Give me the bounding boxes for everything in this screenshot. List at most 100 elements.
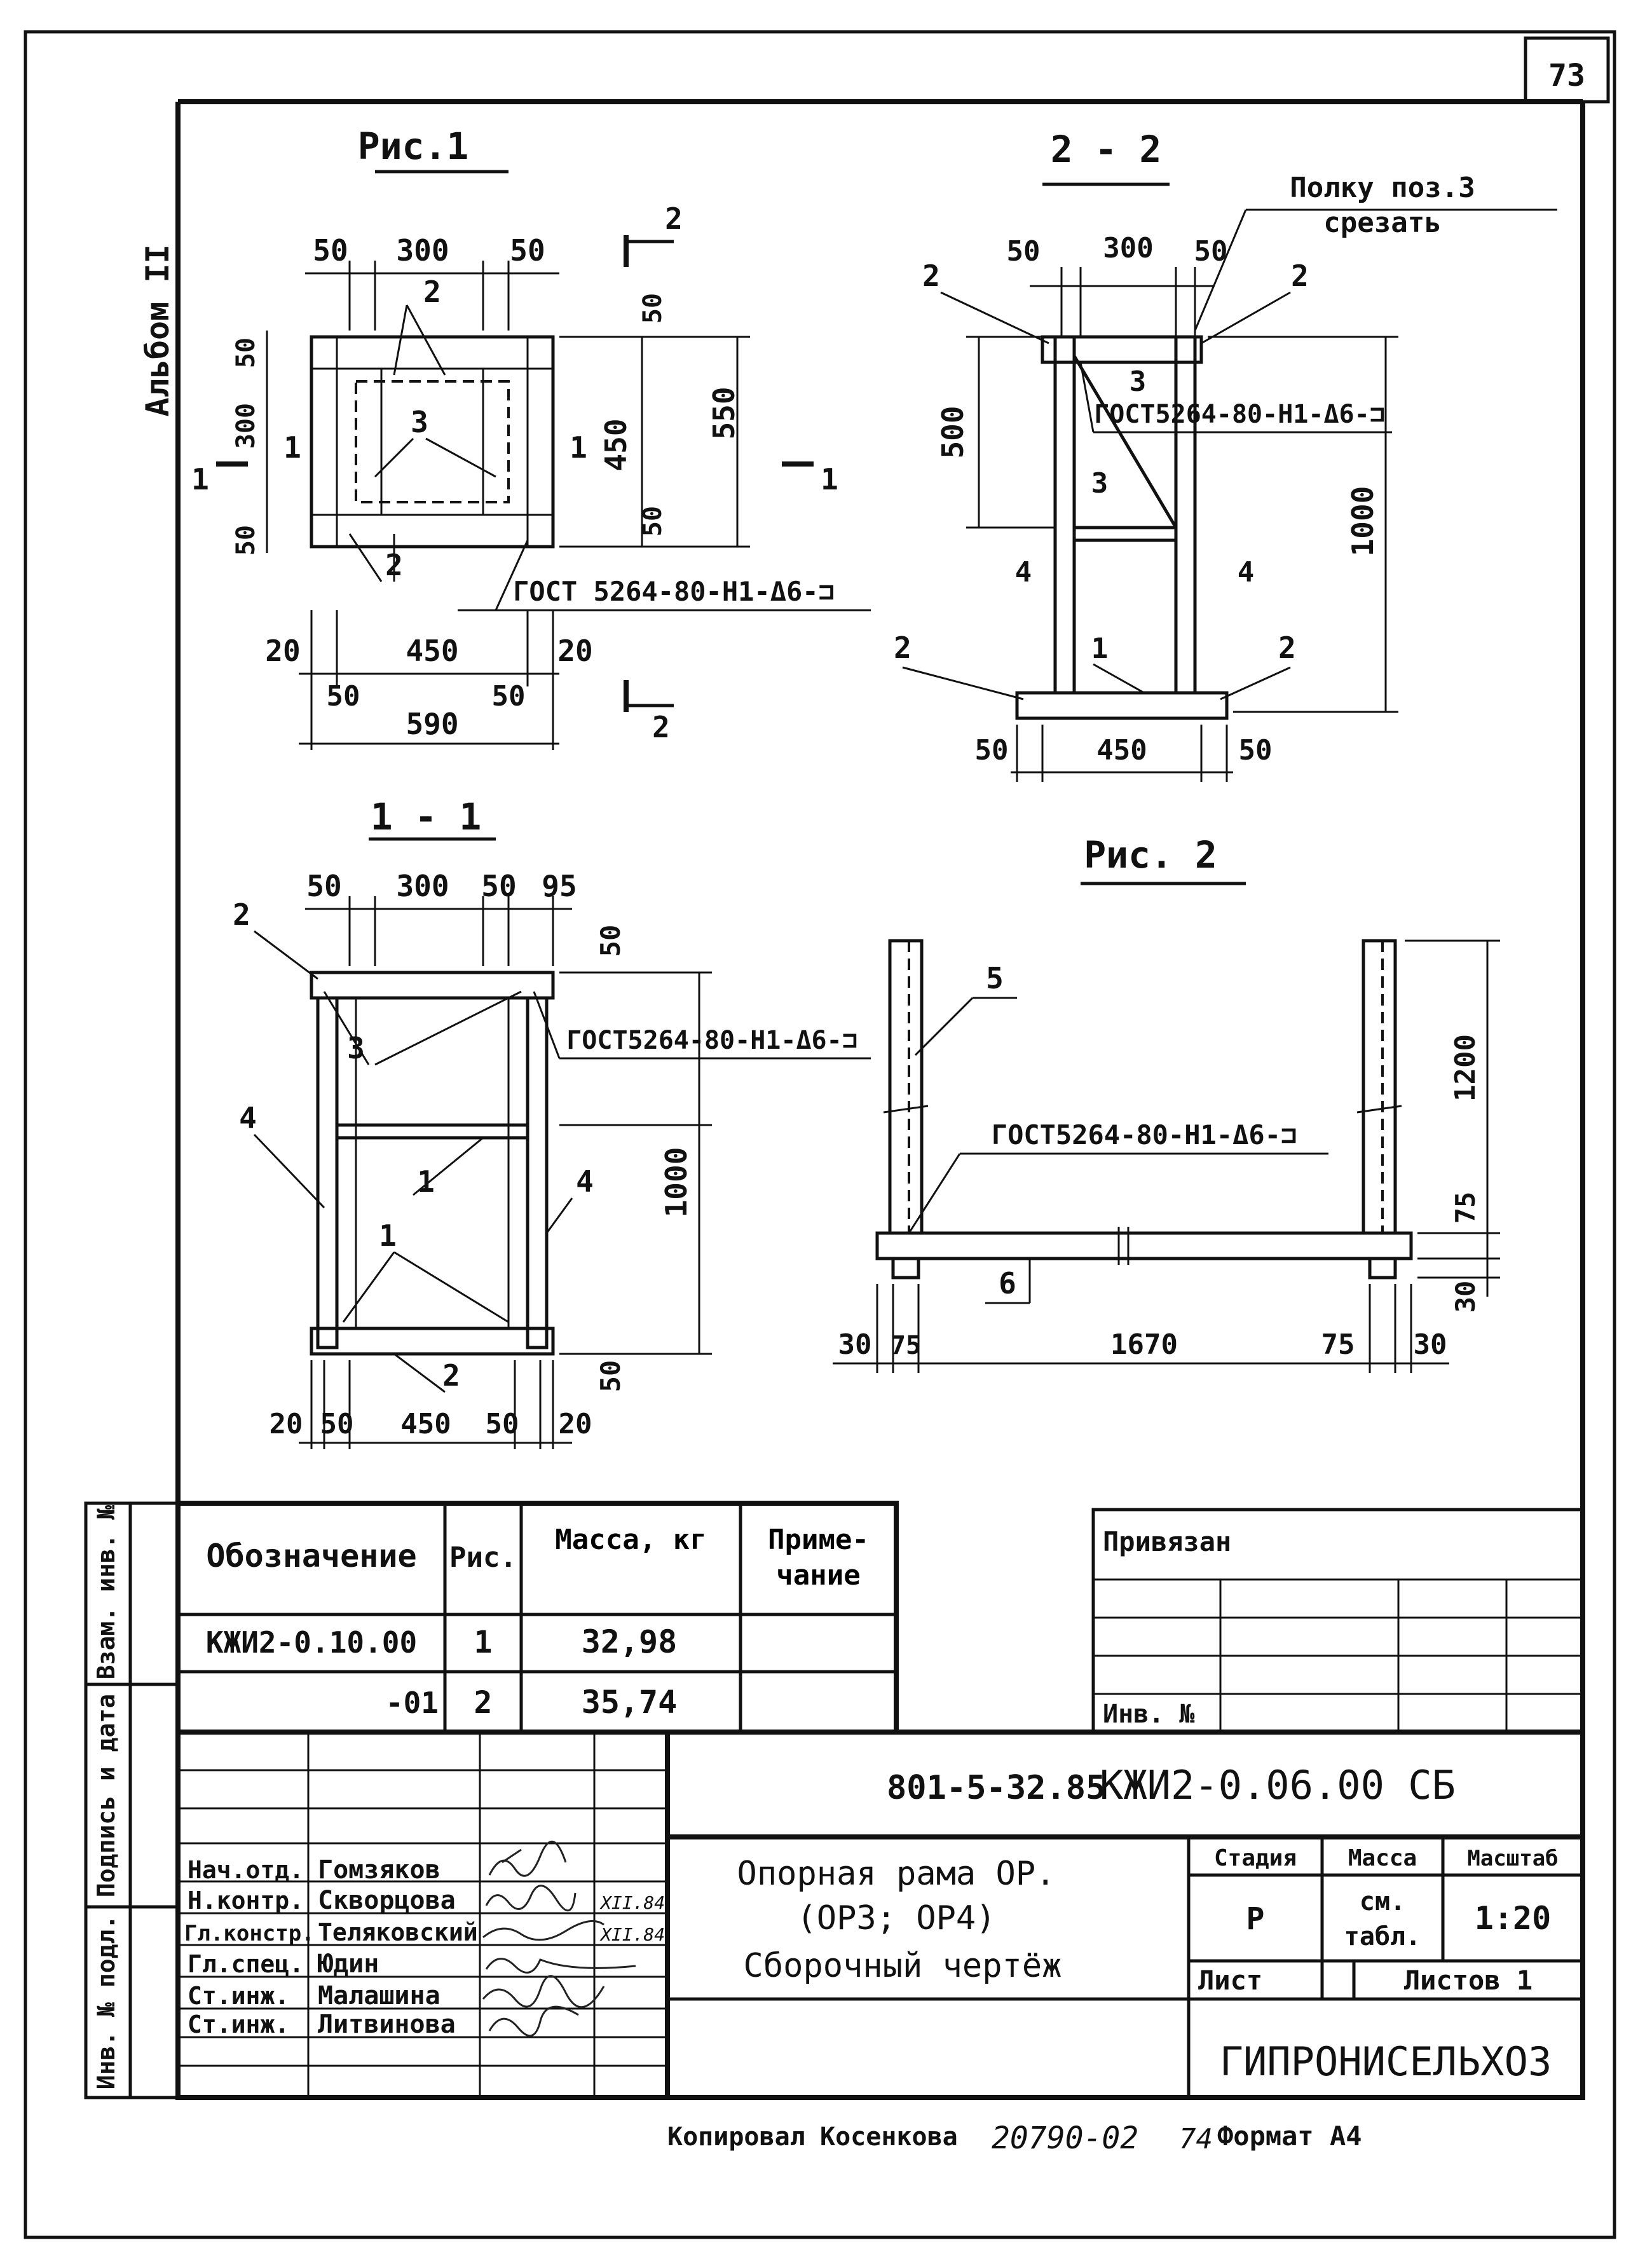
fig1-view: Рис.1 50 300 50 50 300 50 50 450 50 550	[191, 125, 871, 750]
staff-row5-role: Ст.инж.	[188, 1982, 289, 2010]
fig1-dim-left-2: 300	[231, 403, 261, 449]
sec22-dim-bottom-1: 50	[975, 734, 1009, 767]
fig2-pos-6: 6	[999, 1266, 1016, 1300]
fig1-dim-bottom-3: 20	[557, 634, 592, 668]
fig1-pos-2-top: 2	[423, 275, 441, 309]
fig2-dim-right-2: 75	[1450, 1192, 1481, 1224]
sec22-dim-top-3: 50	[1194, 235, 1228, 268]
sec11-pos-1-lower: 1	[379, 1218, 397, 1253]
staff-row1-role: Нач.отд.	[188, 1856, 304, 1884]
sec11-dim-top-4: 95	[542, 869, 577, 903]
scale-value: 1:20	[1475, 1900, 1551, 1937]
organization-name: ГИПРОНИСЕЛЬХОЗ	[1220, 2038, 1552, 2085]
staff-row2-role: Н.контр.	[188, 1887, 304, 1914]
mass-value-line1: см.	[1360, 1887, 1405, 1916]
sec22-pos-3-lower: 3	[1091, 467, 1109, 500]
fig2-dim-bottom-3: 1670	[1110, 1328, 1178, 1361]
sec22-dim-bottom-2: 450	[1096, 734, 1147, 767]
drawing-name-line3: Сборочный чертёж	[744, 1947, 1062, 1985]
staff-row3-date: XII.84	[599, 1924, 665, 1945]
fig1-dim-right-3: 50	[638, 506, 667, 536]
staff-row4-role: Гл.спец.	[188, 1950, 304, 1978]
sec22-pos-2-bl: 2	[894, 631, 911, 665]
sec11-pos-3: 3	[347, 1031, 365, 1065]
sec22-dim-left: 500	[936, 406, 970, 458]
footer-number-suffix: 74	[1179, 2123, 1213, 2155]
binding-inv-label: Инв. №	[1103, 1700, 1195, 1729]
fig1-section-mark-2-top: 2	[665, 201, 683, 236]
fig1-dim-right-1: 50	[638, 293, 667, 324]
binding-title: Привязан	[1103, 1526, 1231, 1557]
sec22-dim-right: 1000	[1346, 486, 1380, 557]
fig1-dim-right-4: 550	[707, 386, 741, 439]
fig1-pos-3: 3	[411, 405, 428, 439]
fig2-dim-bottom-2: 75	[891, 1331, 921, 1360]
staff-row2-date: XII.84	[599, 1892, 665, 1913]
sec22-dim-top-1: 50	[1007, 235, 1041, 268]
sec22-dim-top-2: 300	[1103, 232, 1153, 264]
sec22-pos-2-tl: 2	[922, 259, 940, 293]
sec11-pos-4-right: 4	[576, 1164, 594, 1199]
sec11-dim-right-1: 50	[595, 925, 626, 957]
drawing-code-suffix: КЖИ2-0.06.00 СБ	[1100, 1762, 1456, 1808]
footer-copied-name: Косенкова	[820, 2122, 958, 2152]
fig2-dim-bottom-4: 75	[1321, 1328, 1355, 1361]
sec11-pos-4-left: 4	[239, 1101, 257, 1135]
sec11-title: 1 - 1	[371, 795, 482, 838]
fig1-dim-bottom-5: 50	[492, 680, 526, 713]
fig1-dim-right-2: 450	[599, 418, 633, 471]
drawing-name-line2: (ОР3; ОР4)	[796, 1899, 995, 1937]
fig1-section-mark-1-right: 1	[821, 462, 838, 496]
sec11-dim-right-3: 50	[595, 1360, 626, 1393]
sec22-pos-2-br: 2	[1278, 631, 1296, 665]
fig1-dim-left-1: 50	[231, 338, 261, 368]
sec11-dim-bottom-5: 20	[559, 1408, 592, 1440]
staff-row6-role: Ст.инж.	[188, 2010, 289, 2038]
sec11-dim-top-2: 300	[396, 869, 449, 903]
sec22-pos-1: 1	[1091, 632, 1109, 665]
fig1-dim-bottom-2: 450	[406, 634, 458, 668]
fig1-dim-bottom-6: 590	[406, 707, 458, 741]
fig1-section-mark-1-left: 1	[191, 462, 209, 496]
sec22-pos-4-right: 4	[1238, 556, 1255, 589]
sec11-pos-2-top: 2	[233, 897, 250, 932]
sheets-count: Листов 1	[1404, 1965, 1533, 1996]
sec11-weld-note: ГОСТ5264-80-Н1-Δ6-⊐	[566, 1026, 857, 1055]
staff-row3-role: Гл.констр.	[184, 1921, 315, 1946]
fig1-dim-bottom-1: 20	[265, 634, 300, 668]
fig1-pos-1-right: 1	[570, 430, 587, 465]
album-label: Альбом II	[139, 245, 176, 417]
sec22-note-line1: Полку поз.3	[1290, 172, 1475, 204]
fig2-dim-bottom-1: 30	[838, 1328, 872, 1361]
sec22-pos-4-left: 4	[1015, 556, 1032, 589]
spec-row2-mass: 35,74	[582, 1684, 678, 1721]
sec22-note-line2: срезать	[1323, 207, 1441, 239]
fig2-dim-right-1: 1200	[1449, 1034, 1482, 1102]
footer-number: 20790-02	[992, 2120, 1138, 2156]
sec11-dim-right-2: 1000	[659, 1147, 693, 1218]
drawing-name-line1: Опорная рама ОР.	[737, 1855, 1056, 1893]
fig1-dim-top-3: 50	[510, 233, 545, 268]
staff-row3-name: Теляковский	[318, 1918, 478, 1946]
stage-label: Стадия	[1214, 1845, 1297, 1871]
spec-header-mass: Масса, кг	[555, 1524, 707, 1556]
sheet-label: Лист	[1198, 1965, 1262, 1996]
spec-row1-mass: 32,98	[582, 1623, 678, 1660]
sec11-dim-bottom-2: 50	[320, 1408, 354, 1440]
fig1-dim-top-1: 50	[313, 233, 348, 268]
staff-row6-name: Литвинова	[318, 2010, 456, 2039]
staff-row2-name: Скворцова	[318, 1886, 456, 1915]
staff-row4-name: Юдин	[318, 1949, 379, 1979]
side-stamp-inv: Инв. № подл.	[92, 1915, 120, 2090]
fig2-dim-right-3: 30	[1450, 1281, 1481, 1313]
sec11-pos-2-bottom: 2	[442, 1358, 460, 1393]
fig2-dim-bottom-5: 30	[1414, 1328, 1447, 1361]
fig1-title: Рис.1	[358, 125, 469, 168]
side-stamp-replace: Взам. инв. №	[92, 1505, 120, 1680]
fig2-title: Рис. 2	[1084, 833, 1217, 877]
sec22-pos-3-upper: 3	[1130, 365, 1147, 398]
fig1-pos-1-left: 1	[283, 430, 301, 465]
footer-format: Формат А4	[1217, 2120, 1362, 2152]
sec11-dim-top-3: 50	[481, 869, 516, 903]
